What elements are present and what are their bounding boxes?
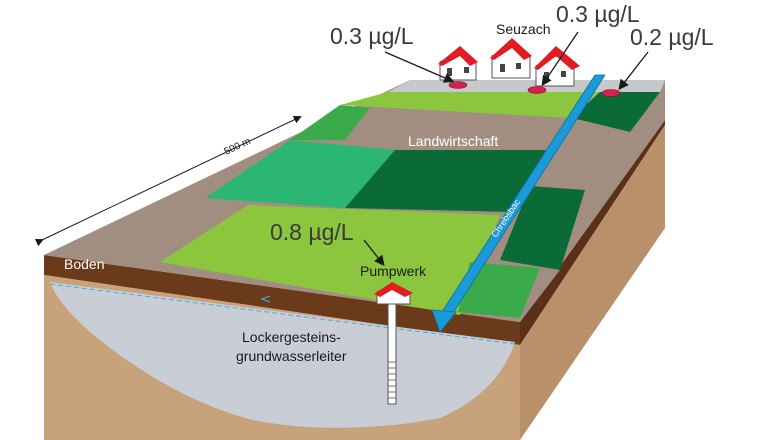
well-shaft xyxy=(387,295,397,405)
pump-house-icon xyxy=(374,282,413,305)
village-strip xyxy=(388,80,665,92)
house-icon xyxy=(490,38,532,79)
sample-spot-right xyxy=(601,89,621,97)
arrow-right-spot xyxy=(618,51,649,91)
arrow-center-house xyxy=(541,31,579,87)
village-label: Seuzach xyxy=(496,21,550,37)
groundwater-table-line xyxy=(49,283,516,345)
concentration-center-house: 0.3 µg/L xyxy=(556,1,640,27)
house-icon xyxy=(438,46,478,81)
groundwater-flow-arrow xyxy=(260,295,271,303)
well-screen xyxy=(388,361,396,399)
arrow-left-house xyxy=(384,51,455,83)
soil-layer xyxy=(44,255,520,345)
field-dark-green-right xyxy=(500,186,585,270)
houses xyxy=(438,38,580,87)
field-dark-green-center xyxy=(345,150,548,212)
aquifer-layer xyxy=(50,282,515,428)
cross-section xyxy=(44,120,665,440)
concentration-right-spot: 0.2 µg/L xyxy=(630,24,714,50)
distance-label: 500 m xyxy=(223,136,253,158)
field-brown-center xyxy=(345,108,572,150)
sample-spot-left xyxy=(448,81,468,89)
field-mid-green-left xyxy=(290,105,370,140)
pointer-arrows xyxy=(363,31,649,267)
aquifer-label-line2: grundwasserleiter xyxy=(236,348,347,364)
pumping-station-label: Pumpwerk xyxy=(360,263,427,279)
sample-spot-center xyxy=(527,86,547,94)
field-light-green-top xyxy=(340,92,600,118)
pumping-station xyxy=(374,282,413,405)
field-mid-green-bottom-right xyxy=(458,262,540,318)
concentration-left-house: 0.3 µg/L xyxy=(330,23,414,49)
soil-label: Boden xyxy=(64,256,104,272)
block-right-subsoil xyxy=(520,125,665,440)
distance-line xyxy=(34,115,302,247)
block-right-face xyxy=(520,120,665,345)
surface-right-edge xyxy=(520,268,560,322)
field-dark-green-top-right xyxy=(572,92,660,132)
house-icon xyxy=(534,46,580,87)
arrow-pump xyxy=(363,239,385,267)
creek-flow-arrowhead xyxy=(431,309,457,333)
agriculture-label: Landwirtschaft xyxy=(408,133,498,149)
aquifer-label-line1: Lockergesteins- xyxy=(242,329,341,345)
concentration-pump: 0.8 µg/L xyxy=(270,219,354,245)
